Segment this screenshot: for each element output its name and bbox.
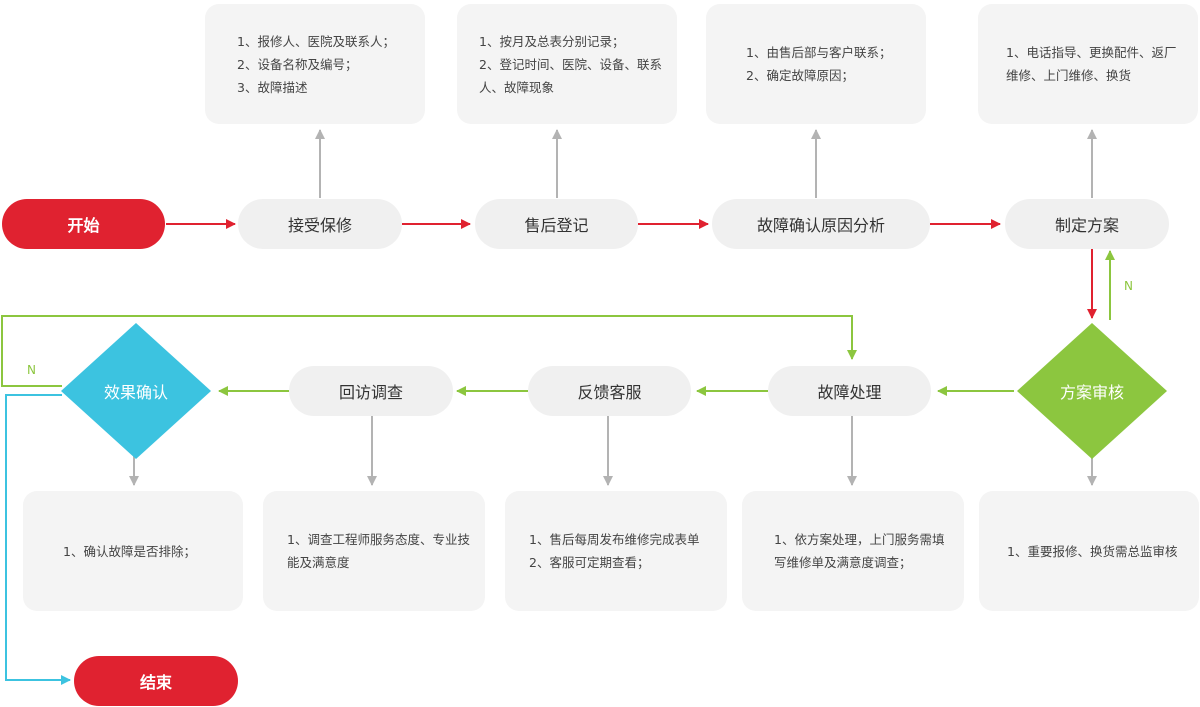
feedback-node: 反馈客服	[528, 366, 691, 416]
note-line: 2、确定故障原因；	[746, 68, 854, 83]
note-analyze: 1、由售后部与客户联系； 2、确定故障原因；	[706, 4, 926, 124]
note-line: 1、按月及总表分别记录；	[479, 33, 625, 49]
confirm-no-label: N	[27, 363, 36, 377]
start-node: 开始	[2, 199, 165, 249]
note-line: 2、设备名称及编号；	[237, 56, 358, 72]
arrow-confirm-no-to-handle	[1, 315, 857, 387]
note-register: 1、按月及总表分别记录； 2、登记时间、医院、设备、联系人、故障现象	[457, 4, 677, 124]
note-line: 1、依方案处理，上门服务需填写维修单及满意度调查；	[774, 532, 945, 570]
note-line: 1、由售后部与客户联系；	[746, 45, 892, 60]
arrow-confirm-to-end	[5, 394, 71, 685]
note-receive: 1、报修人、医院及联系人； 2、设备名称及编号； 3、故障描述	[205, 4, 425, 124]
note-confirm: 1、确认故障是否排除；	[23, 491, 243, 611]
review-node-label: 方案审核	[1059, 383, 1124, 402]
note-plan: 1、电话指导、更换配件、返厂维修、上门维修、换货	[978, 4, 1198, 124]
handle-node: 故障处理	[768, 366, 931, 416]
register-node: 售后登记	[475, 199, 638, 249]
note-line: 1、售后每周发布维修完成表单	[529, 532, 700, 547]
note-handle: 1、依方案处理，上门服务需填写维修单及满意度调查；	[742, 491, 964, 611]
review-diamond	[1017, 323, 1167, 459]
note-line: 1、调查工程师服务态度、专业技能及满意度	[287, 532, 470, 570]
note-line: 3、故障描述	[237, 79, 308, 95]
revisit-node: 回访调查	[289, 366, 453, 416]
confirm-diamond	[61, 323, 211, 459]
end-node: 结束	[74, 656, 238, 706]
note-line: 2、登记时间、医院、设备、联系人、故障现象	[479, 56, 662, 95]
note-line: 1、确认故障是否排除；	[63, 543, 196, 559]
confirm-node-label: 效果确认	[103, 383, 168, 402]
note-review: 1、重要报修、换货需总监审核	[979, 491, 1199, 611]
note-line: 1、重要报修、换货需总监审核	[1007, 543, 1178, 559]
note-line: 1、报修人、医院及联系人；	[237, 33, 395, 49]
note-line: 1、电话指导、更换配件、返厂维修、上门维修、换货	[1006, 45, 1177, 83]
note-line: 2、客服可定期查看；	[529, 555, 650, 570]
note-revisit: 1、调查工程师服务态度、专业技能及满意度	[263, 491, 485, 611]
plan-no-label: N	[1124, 279, 1133, 293]
receive-node: 接受保修	[238, 199, 402, 249]
note-feedback: 1、售后每周发布维修完成表单 2、客服可定期查看；	[505, 491, 727, 611]
plan-node: 制定方案	[1005, 199, 1169, 249]
analyze-node: 故障确认原因分析	[712, 199, 930, 249]
